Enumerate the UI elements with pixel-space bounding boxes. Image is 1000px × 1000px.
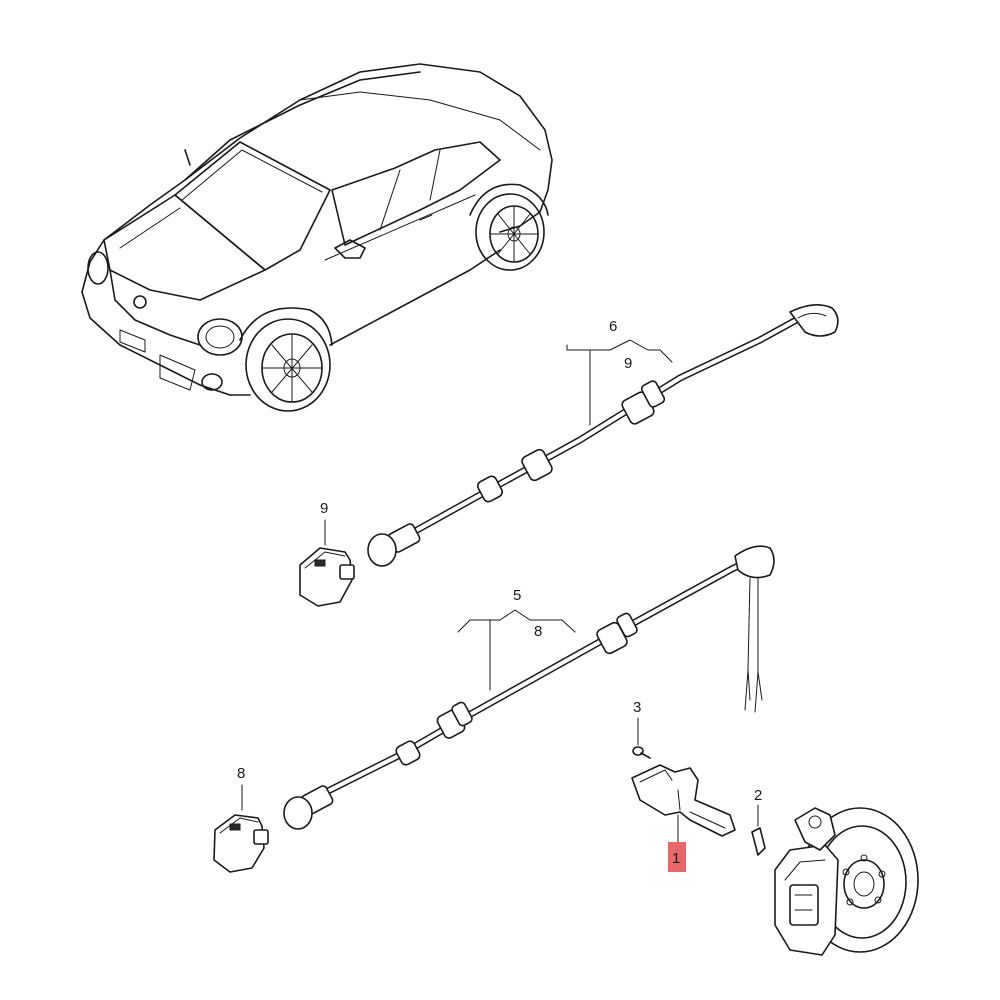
connector-9 (299, 547, 355, 607)
callout-1-highlight: 1 (668, 814, 686, 872)
wheel-speed-sensor (631, 717, 736, 837)
connector-8 (213, 814, 269, 873)
clip-2 (751, 804, 766, 856)
callout-9-connector: 9 (320, 500, 328, 517)
callout-8-connector: 8 (237, 765, 245, 782)
callout-3: 3 (633, 699, 641, 716)
upper-sensor-cable (367, 304, 839, 567)
front-wheel (239, 307, 333, 412)
car-illustration (81, 63, 553, 412)
bolt-3 (632, 746, 651, 759)
callout-1-box (668, 842, 686, 872)
callout-6: 6 (609, 318, 617, 335)
callout-8-lower: 8 (534, 623, 542, 640)
rear-wheel (469, 183, 549, 271)
lower-sensor-cable (283, 545, 775, 830)
callout-bracket-6-9 (324, 339, 673, 546)
brake-hub-assembly (774, 807, 919, 956)
callout-bracket-5-8 (241, 609, 576, 811)
callout-2: 2 (754, 787, 762, 804)
callout-5: 5 (513, 587, 521, 604)
callout-1: 1 (672, 850, 680, 867)
callout-9-upper: 9 (624, 355, 632, 372)
